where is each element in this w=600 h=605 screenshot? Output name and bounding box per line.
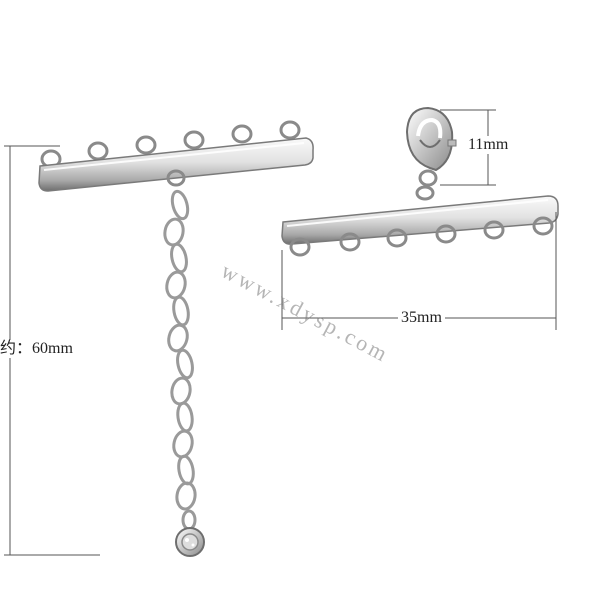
bar-loop [289,237,311,257]
lobster-clasp [405,106,457,201]
bar-loop [386,228,408,248]
bar-loop [339,232,361,252]
left-end-bar [38,120,314,192]
bar-loop [231,124,253,144]
right-end-bar [281,106,559,257]
height-dimension-label: 约：60mm [0,340,75,358]
bar-loop [279,120,301,140]
drop-charm [175,527,205,557]
bar-loop [183,130,205,150]
extension-chain [163,189,197,531]
bar-loop [532,216,554,236]
bar-loop [87,141,109,161]
bar-loop [483,220,505,240]
clasp-dimension-label: 11mm [466,136,511,154]
bar-loop [435,224,457,244]
width-dimension-label: 35mm [398,309,445,327]
bar-loop [135,135,157,155]
